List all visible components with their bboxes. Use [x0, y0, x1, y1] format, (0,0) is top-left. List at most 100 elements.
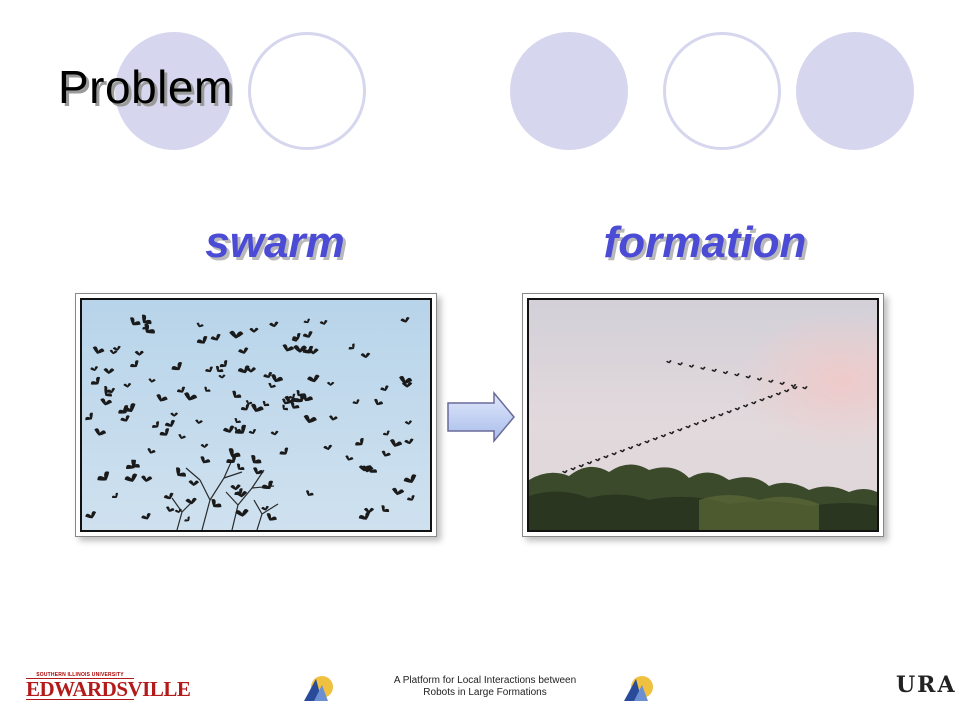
- bird-silhouette: [200, 443, 209, 449]
- bird-silhouette: [319, 320, 328, 325]
- bird-silhouette: [236, 463, 245, 470]
- bird-silhouette: [123, 383, 132, 388]
- bird-silhouette: [374, 398, 384, 406]
- university-name-text: EDWARDSVILLE: [26, 677, 191, 701]
- bird-silhouette: [751, 401, 757, 405]
- bird-silhouette: [389, 439, 403, 447]
- bird-silhouette: [245, 400, 253, 405]
- bird-silhouette: [594, 458, 601, 462]
- bird-silhouette: [118, 405, 129, 414]
- triangle-logo-icon: [624, 676, 653, 701]
- bird-silhouette: [403, 474, 417, 483]
- bird-silhouette: [204, 386, 211, 392]
- bird-silhouette: [381, 450, 391, 457]
- bird-silhouette: [404, 420, 413, 425]
- bird-silhouette: [166, 506, 175, 512]
- bird-silhouette: [92, 346, 105, 354]
- bird-silhouette: [404, 438, 414, 445]
- bird-silhouette: [85, 412, 93, 421]
- bird-silhouette: [303, 414, 317, 424]
- bird-silhouette: [90, 366, 99, 372]
- ura-logo: URA: [896, 672, 957, 698]
- formation-photo: [527, 298, 879, 532]
- bird-silhouette: [391, 487, 405, 496]
- bird-silhouette: [100, 398, 113, 406]
- bird-silhouette: [677, 428, 683, 432]
- bird-silhouette: [382, 430, 390, 436]
- bird-silhouette: [783, 389, 790, 393]
- bird-silhouette: [253, 467, 264, 475]
- bird-silhouette: [745, 375, 751, 379]
- university-logo: SOUTHERN ILLINOIS UNIVERSITY EDWARDSVILL…: [26, 672, 191, 701]
- bird-silhouette: [195, 419, 203, 424]
- bird-silhouette: [164, 419, 176, 427]
- bird-silhouette: [97, 471, 110, 481]
- formation-label: formation: [603, 218, 807, 267]
- bird-silhouette: [302, 345, 314, 354]
- bird-silhouette: [112, 345, 121, 351]
- bird-silhouette: [223, 425, 235, 433]
- bird-silhouette: [660, 434, 667, 438]
- bird-silhouette: [269, 321, 279, 328]
- bird-silhouette: [358, 511, 371, 520]
- bird-silhouette: [718, 413, 724, 417]
- bird-silhouette: [109, 349, 118, 355]
- bird-silhouette: [282, 398, 291, 405]
- bird-silhouette: [779, 381, 785, 386]
- bird-silhouette: [234, 424, 247, 434]
- deco-circle-2: [248, 32, 366, 150]
- bird-silhouette: [603, 455, 609, 459]
- bird-silhouette: [767, 395, 773, 399]
- bird-silhouette: [756, 377, 763, 381]
- bird-silhouette: [399, 375, 413, 384]
- bird-silhouette: [141, 314, 152, 325]
- bird-silhouette: [134, 350, 144, 356]
- bird-silhouette: [302, 331, 313, 338]
- bird-silhouette: [226, 454, 237, 464]
- bird-silhouette: [85, 511, 97, 519]
- bird-silhouette: [152, 421, 160, 428]
- bird-silhouette: [693, 422, 700, 426]
- bird-silhouette: [355, 437, 364, 446]
- bird-silhouette: [248, 429, 257, 435]
- bird-silhouette: [120, 415, 130, 422]
- bird-silhouette: [279, 447, 289, 455]
- bird-silhouette: [163, 492, 174, 500]
- bird-silhouette: [282, 404, 289, 411]
- bird-silhouette: [291, 337, 300, 342]
- bird-silhouette: [250, 403, 264, 412]
- bird-silhouette: [627, 446, 634, 450]
- bird-silhouette: [141, 513, 151, 520]
- bird-silhouette: [141, 475, 153, 482]
- bird-silhouette: [360, 352, 371, 359]
- bird-silhouette: [178, 434, 186, 440]
- bird-silhouette: [685, 425, 691, 429]
- bird-silhouette: [240, 404, 250, 411]
- deco-circle-5: [796, 32, 914, 150]
- bird-silhouette: [263, 372, 273, 379]
- bird-silhouette: [742, 404, 749, 408]
- bird-silhouette: [271, 374, 284, 383]
- bird-silhouette: [345, 455, 354, 461]
- footer-caption: A Platform for Local Interactions betwee…: [360, 675, 610, 699]
- bird-silhouette: [90, 376, 100, 385]
- bird-silhouette: [307, 374, 320, 383]
- bird-silhouette: [200, 456, 211, 464]
- bird-silhouette: [407, 495, 415, 501]
- swarm-label: swarm: [205, 218, 345, 267]
- bird-silhouette: [124, 473, 138, 482]
- bird-silhouette: [251, 454, 262, 464]
- bird-silhouette: [261, 480, 274, 490]
- bird-silhouette: [619, 449, 626, 453]
- bird-silhouette: [171, 362, 183, 371]
- bird-silhouette: [148, 378, 156, 383]
- bird-silhouette: [103, 368, 115, 375]
- bird-silhouette: [348, 343, 355, 350]
- bird-silhouette: [734, 407, 741, 411]
- bird-silhouette: [159, 428, 170, 436]
- bird-silhouette: [188, 480, 200, 487]
- bird-silhouette: [211, 498, 222, 508]
- bird-silhouette: [700, 366, 706, 370]
- bird-silhouette: [232, 390, 242, 398]
- footer-caption-line2: Robots in Large Formations: [423, 687, 547, 698]
